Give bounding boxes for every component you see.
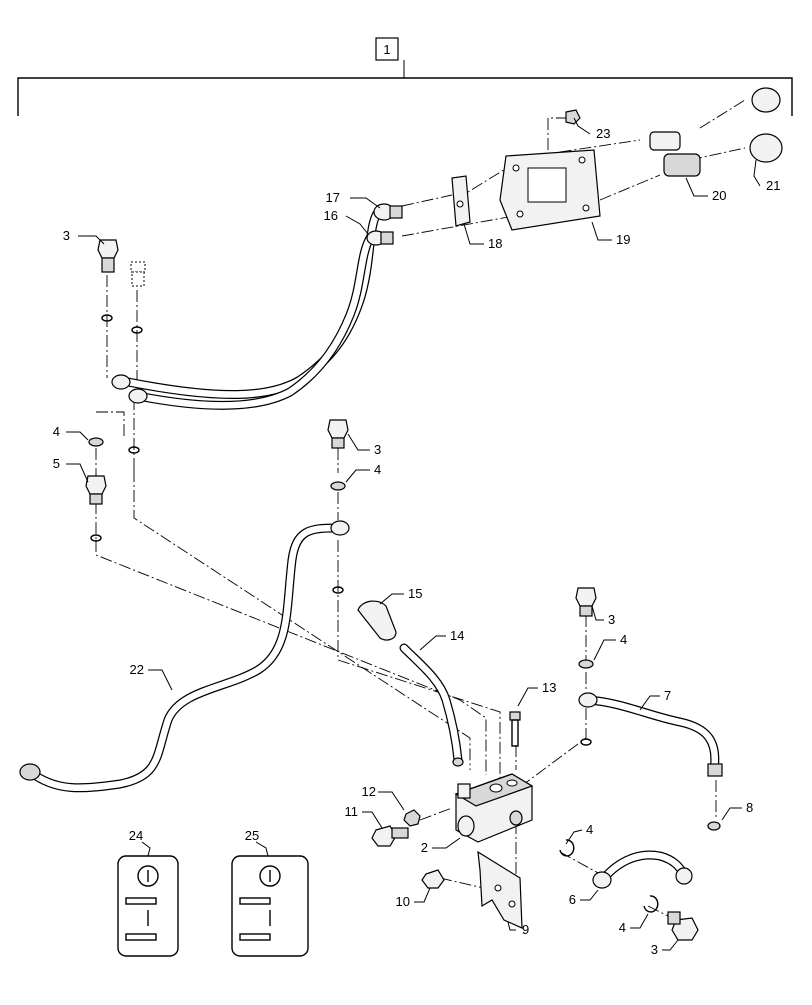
callout-8: 8 — [746, 800, 753, 815]
callout-labels: 3 17 16 23 20 21 19 18 4 5 3 4 15 14 3 4… — [53, 126, 781, 957]
knob-15 — [357, 600, 397, 641]
bolt-3-top-left — [97, 239, 119, 273]
callout-11: 11 — [345, 804, 359, 819]
bolt-13 — [509, 711, 521, 747]
callout-9: 9 — [522, 922, 529, 937]
callout-13: 13 — [542, 680, 556, 695]
callout-3: 3 — [374, 442, 381, 457]
callout-21: 21 — [766, 178, 780, 193]
assembly-bracket: 1 — [17, 37, 793, 116]
callout-2: 2 — [421, 840, 428, 855]
callout-4: 4 — [620, 632, 627, 647]
control-valve-2 — [454, 773, 534, 843]
callout-3: 3 — [63, 228, 70, 243]
bolt-3-dashed — [130, 261, 146, 287]
callout-17: 17 — [326, 190, 340, 205]
callout-6: 6 — [569, 892, 576, 907]
upper-tube-assembly — [111, 203, 403, 410]
callout-25: 25 — [245, 828, 259, 843]
plate-19 — [499, 149, 601, 231]
centerlines — [95, 99, 746, 921]
callout-leaders — [66, 117, 761, 951]
callout-24: 24 — [129, 828, 143, 843]
clip-18 — [451, 175, 471, 227]
dust-cap-21 — [749, 87, 783, 163]
tube-22 — [19, 520, 350, 793]
callout-10: 10 — [396, 894, 410, 909]
bolt-10 — [421, 869, 445, 889]
callout-12: 12 — [362, 784, 376, 799]
bolt-3-bottom — [667, 911, 699, 941]
callout-18: 18 — [488, 236, 502, 251]
coupler-20 — [649, 131, 701, 177]
callout-14: 14 — [450, 628, 464, 643]
nut-12 — [403, 809, 421, 827]
decal-25 — [231, 855, 309, 957]
tube-6 — [592, 850, 693, 889]
callout-22: 22 — [130, 662, 144, 677]
adapter-5 — [85, 475, 107, 505]
callout-5: 5 — [53, 456, 60, 471]
assembly-label: 1 — [383, 42, 390, 57]
callout-15: 15 — [408, 586, 422, 601]
callout-4: 4 — [374, 462, 381, 477]
callout-20: 20 — [712, 188, 726, 203]
tube-7 — [578, 692, 723, 777]
bolt-3-right — [575, 587, 597, 617]
lever-14 — [399, 643, 464, 767]
callout-7: 7 — [664, 688, 671, 703]
bolt-11 — [371, 825, 409, 847]
bracket-9 — [477, 850, 523, 929]
callout-3: 3 — [651, 942, 658, 957]
callout-4: 4 — [586, 822, 593, 837]
callout-3: 3 — [608, 612, 615, 627]
washers — [88, 314, 721, 913]
bolt-23 — [565, 109, 581, 125]
callout-23: 23 — [596, 126, 610, 141]
callout-4: 4 — [53, 424, 60, 439]
callout-4: 4 — [619, 920, 626, 935]
callout-19: 19 — [616, 232, 630, 247]
decal-24 — [117, 855, 179, 957]
callout-16: 16 — [324, 208, 338, 223]
bolt-3-middle — [327, 419, 349, 449]
